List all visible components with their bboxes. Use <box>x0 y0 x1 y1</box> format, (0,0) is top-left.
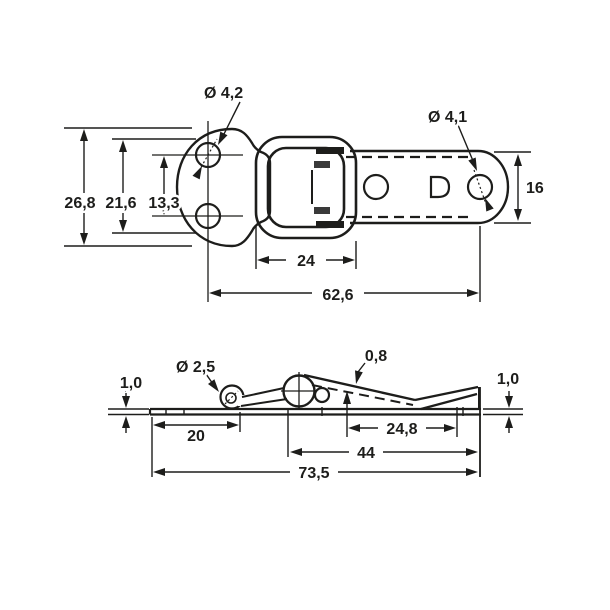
dim-label: 21,6 <box>105 195 136 212</box>
extension-lines <box>151 387 481 477</box>
dim-label: 1,0 <box>497 371 519 388</box>
dim-label: Ø 2,5 <box>176 359 215 376</box>
side-view: Ø 2,5 0,8 1,0 1,0 <box>108 346 523 485</box>
dim-loop-length: 24 <box>255 225 357 273</box>
dim-base-thickness: 1,0 <box>117 373 145 433</box>
dim-label: 24,8 <box>386 421 417 438</box>
dim-hole-pitch: 13,3 <box>146 156 182 215</box>
strap-round-hole <box>362 173 390 201</box>
dim-label: 13,3 <box>148 195 179 212</box>
hinge-hole <box>225 392 237 404</box>
dim-label: Ø 4,2 <box>204 85 243 102</box>
dim-label: 44 <box>357 445 375 462</box>
dim-label: Ø 4,1 <box>428 109 467 126</box>
lift-tab-top <box>414 385 479 402</box>
strap-d-hole <box>429 175 451 199</box>
lift-tab-bottom <box>420 392 478 411</box>
dim-label: 24 <box>297 253 315 270</box>
dim-spring-thickness: 0,8 <box>343 346 390 404</box>
dim-label: 16 <box>526 180 544 197</box>
dim-strap-width: 16 <box>494 151 546 224</box>
dim-overall-length: 73,5 <box>153 463 478 485</box>
dim-label: 62,6 <box>322 287 353 304</box>
link-bottom <box>240 398 288 407</box>
leader-hole-dia-left: Ø 4,2 <box>192 83 246 180</box>
hinge-curl <box>219 384 288 410</box>
dim-label: 0,8 <box>365 348 387 365</box>
dim-strap-span: 44 <box>290 443 478 465</box>
lever <box>281 372 480 411</box>
dim-label: 1,0 <box>120 375 142 392</box>
upper-mounting-hole <box>194 141 222 169</box>
strap-end-hole <box>466 173 494 201</box>
hole-diameter-axis <box>473 169 487 205</box>
base-strip <box>108 407 481 416</box>
dim-label: 73,5 <box>298 465 329 482</box>
lower-mounting-hole <box>194 202 222 230</box>
dim-label: 26,8 <box>64 195 95 212</box>
dim-label: 20 <box>187 428 205 445</box>
dim-overall-width: 26,8 <box>62 127 192 247</box>
dim-strap-thickness: 1,0 <box>483 369 523 433</box>
spring-strap <box>311 149 510 225</box>
strap-clips <box>310 147 344 228</box>
dim-hinge-offset: 20 <box>153 421 239 448</box>
hole-diameter-axis <box>198 138 218 172</box>
top-view: 26,8 21,6 13,3 Ø 4,2 <box>62 83 546 307</box>
pivot-side-hole <box>313 386 331 404</box>
lever-top-surface <box>303 373 416 402</box>
hidden-lower-surface <box>311 384 414 406</box>
link-top <box>241 387 285 398</box>
leader-hinge-hole-dia: Ø 2,5 <box>174 357 219 392</box>
dim-hole-span: 21,6 <box>103 138 196 234</box>
leader-hole-dia-right: Ø 4,1 <box>426 107 494 212</box>
dim-lever-span: 24,8 <box>348 419 456 441</box>
dim-hole-distance: 62,6 <box>209 226 481 307</box>
wire-loop <box>254 135 358 240</box>
